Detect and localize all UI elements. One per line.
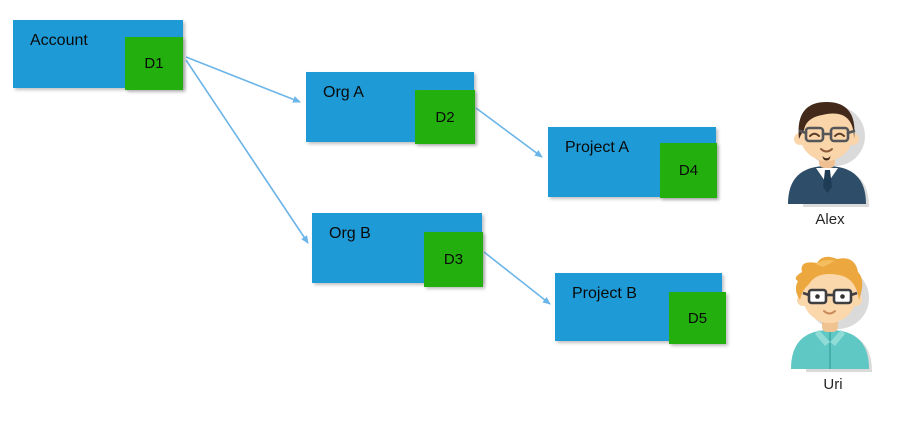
badge-d4: D4 — [660, 143, 717, 198]
badge-d5-label: D5 — [687, 309, 708, 327]
edge-d3-to-project-b — [483, 251, 551, 305]
person-alex-name: Alex — [815, 211, 845, 228]
badge-d4-label: D4 — [678, 162, 699, 179]
person-avatar-uri-icon — [791, 256, 872, 372]
badge-d3-label: D3 — [443, 251, 464, 268]
badge-d5: D5 — [669, 292, 726, 344]
badge-d3: D3 — [424, 232, 483, 287]
badge-d1: D1 — [125, 37, 183, 90]
edge-d2-to-project-a — [475, 107, 543, 158]
node-project-b: Project B D5 — [555, 273, 726, 344]
edge-d1-to-org-a — [185, 56, 301, 103]
node-org-b-label: Org B — [329, 225, 371, 242]
person-uri: Uri — [785, 250, 881, 393]
person-avatar-alex-icon — [788, 102, 869, 207]
edge-d1-to-org-b — [185, 59, 309, 244]
node-account: Account D1 — [13, 20, 183, 90]
node-project-b-label: Project B — [572, 285, 637, 302]
person-alex: Alex — [782, 92, 878, 228]
node-project-a: Project A D4 — [548, 127, 717, 198]
node-org-a-label: Org A — [323, 84, 364, 101]
node-project-a-label: Project A — [565, 139, 630, 156]
badge-d2-label: D2 — [435, 108, 455, 126]
node-org-a: Org A D2 — [306, 72, 475, 144]
badge-d2: D2 — [415, 90, 475, 144]
badge-d1-label: D1 — [144, 55, 164, 72]
node-org-b: Org B D3 — [312, 213, 483, 287]
node-account-label: Account — [30, 32, 88, 49]
person-uri-name: Uri — [823, 376, 843, 393]
